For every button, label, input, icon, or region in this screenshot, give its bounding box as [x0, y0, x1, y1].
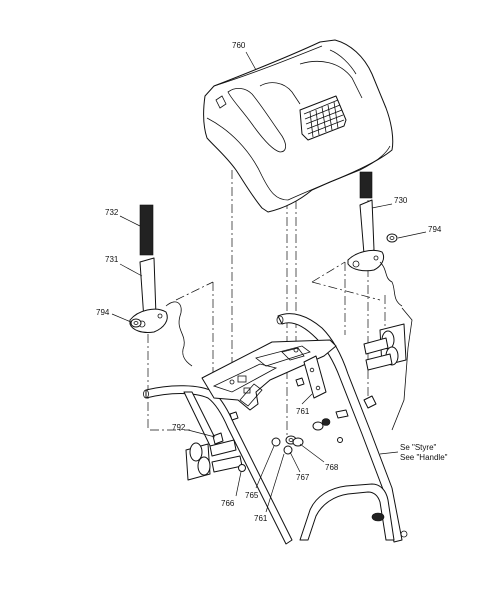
callout-760: 760 [232, 41, 246, 50]
left-knob-assembly [185, 439, 243, 481]
leader-lines [111, 51, 427, 513]
right-knob-assembly [363, 307, 413, 431]
cover-grille [303, 99, 345, 138]
control-panel-plate [201, 339, 337, 411]
fasteners [212, 377, 377, 472]
washer-794-left [130, 318, 142, 328]
callout-794-left: 794 [96, 308, 110, 317]
callout-794-right: 794 [428, 225, 442, 234]
callout-767: 767 [296, 473, 310, 482]
callout-731: 731 [105, 255, 119, 264]
handle-lower-frame [299, 483, 408, 541]
callout-labels: 760 732 730 794 731 794 792 761 768 767 … [96, 41, 442, 523]
callout-732: 732 [105, 208, 119, 217]
reference-notes: Se "Styre" See "Handle" [400, 443, 448, 462]
bracket-730 [347, 199, 403, 307]
decal-730 [359, 171, 373, 199]
callout-792: 792 [172, 423, 186, 432]
cover-760 [203, 39, 394, 213]
callout-761-upper: 761 [296, 407, 310, 416]
callout-761-lower: 761 [254, 514, 268, 523]
callout-765: 765 [245, 491, 259, 500]
note-styre: Se "Styre" [400, 443, 437, 452]
panel-side-bracket [303, 355, 327, 399]
decal-732 [139, 204, 154, 256]
washer-794-right [386, 233, 398, 243]
bracket-731 [129, 257, 193, 367]
callout-730: 730 [394, 196, 408, 205]
callout-766: 766 [221, 499, 235, 508]
note-handle: See "Handle" [400, 453, 448, 462]
callout-768: 768 [325, 463, 339, 472]
